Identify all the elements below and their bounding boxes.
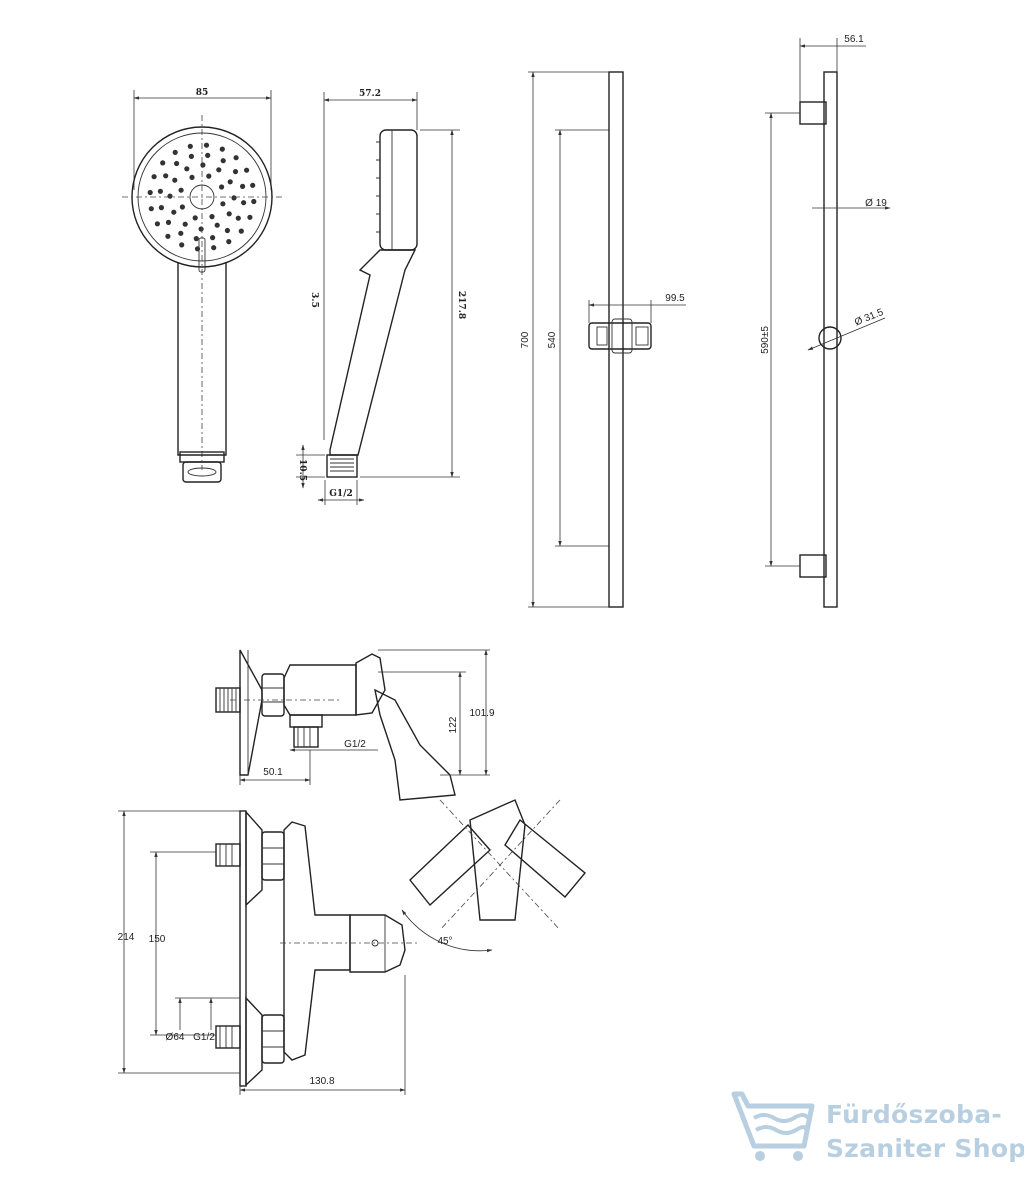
watermark-line2: Szaniter Shop xyxy=(826,1134,1024,1163)
nozzle-hole xyxy=(205,152,211,158)
nozzle-hole xyxy=(220,201,226,207)
mixer-side-view: 122 101.9 G1/2 50.1 xyxy=(215,649,495,801)
nozzle-hole xyxy=(163,173,169,179)
nozzle-hole xyxy=(224,227,230,234)
nozzle-hole xyxy=(189,174,195,180)
nozzle-hole xyxy=(198,226,204,232)
nozzle-hole xyxy=(232,169,239,175)
nozzle-hole xyxy=(178,187,184,193)
nozzle-hole xyxy=(171,209,177,215)
mixer-side-total-height-label: 122 xyxy=(448,716,459,733)
nozzle-hole xyxy=(160,160,166,166)
nozzle-hole xyxy=(206,173,212,179)
handshower-width-label: 85 xyxy=(196,88,209,98)
mixer-side-height-label: 101.9 xyxy=(469,708,494,719)
nozzle-hole xyxy=(174,160,180,167)
mixer-center-label: 150 xyxy=(149,934,166,945)
mixer-height-label: 214 xyxy=(118,932,135,943)
mixer-depth-label: 130.8 xyxy=(309,1076,334,1087)
nozzle-hole xyxy=(238,228,244,234)
nozzle-hole xyxy=(158,205,164,211)
nozzle-hole xyxy=(192,215,198,221)
mixer-flange-label: Ø64 xyxy=(166,1032,185,1043)
watermark-line1: Fürdőszoba- xyxy=(826,1100,1003,1129)
watermark: Fürdőszoba- Szaniter Shop xyxy=(728,1088,1024,1168)
nozzle-hole xyxy=(226,239,232,245)
nozzle-hole xyxy=(179,242,185,248)
rail-side-view: 56.1 590±5 Ø 19 Ø 31.5 xyxy=(760,34,891,608)
nozzle-hole xyxy=(147,189,153,196)
nozzle-hole xyxy=(240,183,246,189)
nozzle-hole xyxy=(182,221,188,227)
nozzle-hole xyxy=(214,222,220,228)
mixer-side-thread-label: G1/2 xyxy=(344,739,366,750)
nozzle-holes xyxy=(147,142,257,252)
nozzle-hole xyxy=(193,236,199,242)
nozzle-hole xyxy=(209,214,215,220)
handshower-thread-label: G1/2 xyxy=(329,489,353,499)
nozzle-hole xyxy=(231,195,237,201)
nozzle-hole xyxy=(154,221,160,227)
nozzle-hole xyxy=(227,179,233,185)
nozzle-hole xyxy=(220,158,226,164)
handshower-thread-height-label: 10.5 xyxy=(297,459,307,481)
mixer-thread-label: G1/2 xyxy=(193,1032,215,1043)
nozzle-hole xyxy=(172,149,178,155)
nozzle-hole xyxy=(167,193,173,199)
rail-tube-label: Ø 19 xyxy=(865,198,887,209)
nozzle-hole xyxy=(247,214,253,220)
nozzle-hole xyxy=(203,142,210,148)
nozzle-hole xyxy=(226,211,232,217)
rail-holder-span-label: 540 xyxy=(547,331,558,348)
mixer-side-depth-label: 50.1 xyxy=(263,767,283,778)
nozzle-hole xyxy=(165,233,171,239)
nozzle-hole xyxy=(244,167,250,173)
bathtub-icon xyxy=(731,1091,815,1161)
nozzle-hole xyxy=(219,146,225,152)
nozzle-hole xyxy=(241,200,247,206)
rail-knob-label: Ø 31.5 xyxy=(853,307,885,329)
rail-center-label: 590±5 xyxy=(760,326,771,354)
rail-slider-label: 99.5 xyxy=(665,293,685,304)
nozzle-hole xyxy=(172,177,178,183)
handshower-length-label: 217.8 xyxy=(456,291,466,319)
nozzle-hole xyxy=(157,188,163,194)
lever-angle-view: 45° xyxy=(401,799,586,953)
nozzle-hole xyxy=(210,235,216,241)
nozzle-hole xyxy=(233,155,239,161)
nozzle-hole xyxy=(178,230,184,236)
rail-total-label: 700 xyxy=(520,331,531,348)
rail-front-view: 700 540 99.5 xyxy=(520,71,686,608)
nozzle-hole xyxy=(165,219,172,225)
nozzle-hole xyxy=(216,167,222,173)
nozzle-hole xyxy=(250,182,256,188)
nozzle-hole xyxy=(251,198,257,205)
nozzle-hole xyxy=(188,153,194,159)
mixer-angle-label: 45° xyxy=(437,936,452,947)
handshower-front-view: 85 xyxy=(122,88,282,483)
nozzle-hole xyxy=(211,245,217,251)
mixer-front-view: 45° 214 150 Ø64 G1/2 130.8 xyxy=(118,799,586,1095)
nozzle-hole xyxy=(187,143,193,149)
handshower-offset-label: 3.5 xyxy=(309,292,319,308)
handshower-depth-label: 57.2 xyxy=(359,89,381,99)
nozzle-hole xyxy=(179,204,185,210)
nozzle-hole xyxy=(235,215,241,221)
rail-side-depth-label: 56.1 xyxy=(844,34,864,45)
handshower-side-view: 57.2 217.8 3.5 10.5 G1/2 xyxy=(296,89,466,505)
nozzle-hole xyxy=(184,166,190,172)
nozzle-hole xyxy=(200,162,206,168)
nozzle-hole xyxy=(219,184,225,190)
nozzle-hole xyxy=(151,174,157,180)
nozzle-hole xyxy=(148,206,154,212)
